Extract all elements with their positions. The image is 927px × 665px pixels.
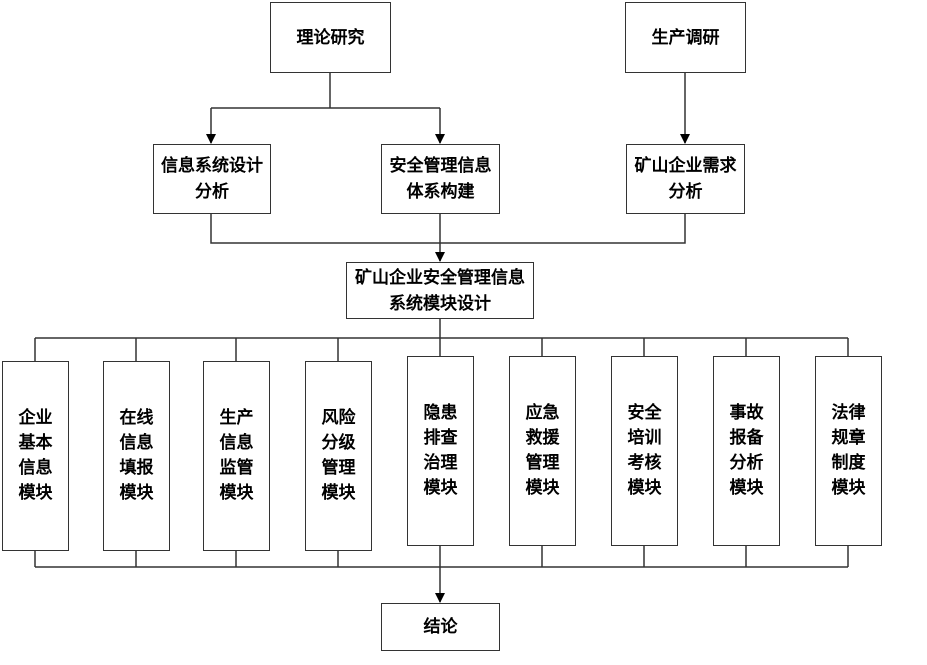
module-box: 应急救援管理模块 (509, 356, 576, 546)
module-design-box: 矿山企业安全管理信息系统模块设计 (346, 262, 534, 319)
conclusion-box: 结论 (381, 603, 500, 651)
production-survey-box: 生产调研 (625, 2, 746, 73)
theory-research-box: 理论研究 (270, 2, 391, 73)
module-box: 法律规章制度模块 (815, 356, 882, 546)
module-box: 安全培训考核模块 (611, 356, 678, 546)
module-box: 企业基本信息模块 (2, 361, 69, 551)
connector-line (210, 213, 686, 244)
module-box: 隐患排查治理模块 (407, 356, 474, 546)
info-design-box: 信息系统设计分析 (153, 144, 271, 214)
module-box: 生产信息监管模块 (203, 361, 270, 551)
module-box: 事故报备分析模块 (713, 356, 780, 546)
safety-system-box: 安全管理信息体系构建 (381, 144, 500, 214)
demand-analysis-box: 矿山企业需求分析 (626, 144, 745, 214)
module-box: 在线信息填报模块 (103, 361, 170, 551)
module-box: 风险分级管理模块 (305, 361, 372, 551)
